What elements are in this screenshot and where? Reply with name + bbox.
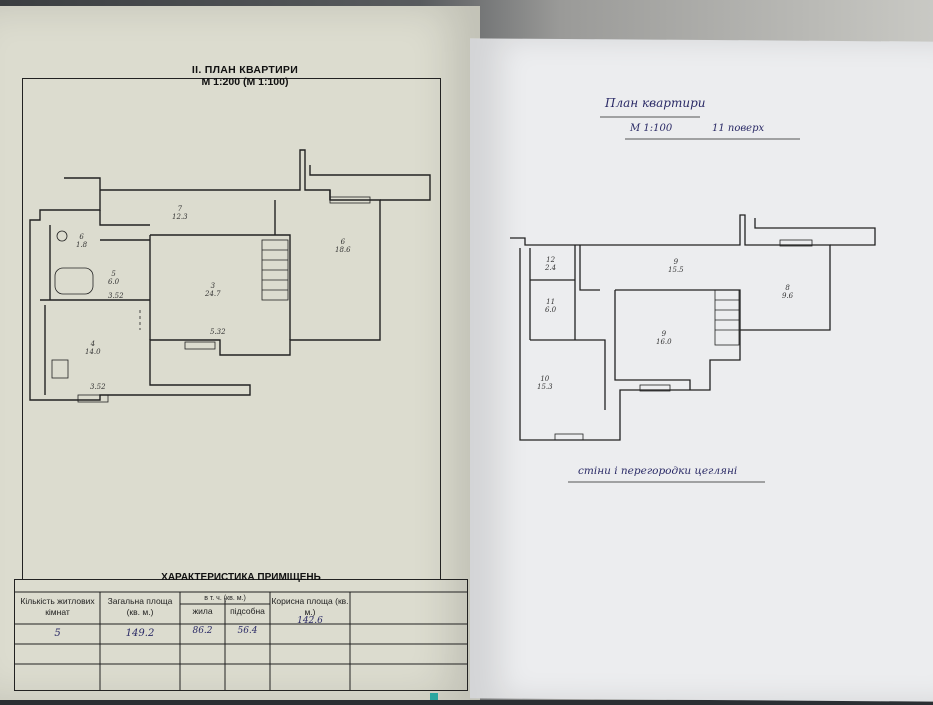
value-total-area: 149.2	[125, 628, 155, 639]
r-room-12: 12 2.4	[545, 256, 557, 272]
dim-532: 5.32	[210, 328, 226, 336]
room-4-label: 4 14.0	[85, 340, 101, 356]
dim-352b: 3.52	[108, 292, 124, 300]
r-room-11: 11 6.0	[545, 298, 557, 314]
room-6-label: 6 18.6	[335, 238, 351, 254]
header-total-area: Загальна площа (кв. м.)	[107, 596, 173, 617]
value-useful-area: 142.6	[297, 616, 323, 626]
room-c-label: 6 1.8	[76, 233, 88, 249]
plan-title: II. ПЛАН КВАРТИРИ	[191, 64, 299, 76]
header-useful-area: Корисна площа (кв. м.)	[271, 596, 349, 617]
header-auxiliary: підсобна	[230, 606, 265, 616]
r-room-9: 9 16.0	[656, 330, 672, 346]
r-room-10: 10 15.3	[537, 375, 553, 391]
teal-bookmark	[430, 693, 438, 700]
value-living: 86.2	[192, 626, 213, 636]
dim-352: 3.52	[90, 383, 106, 391]
plan-scale: М 1:200 (М 1:100)	[201, 76, 289, 88]
walls-note: стіни і перегородки цегляні	[578, 465, 738, 477]
header-rooms: Кількість житлових кімнат	[20, 596, 95, 617]
room-7-label: 7 12.3	[172, 205, 188, 221]
rooms-characteristics-table: ХАРАКТЕРИСТИКА ПРИМІЩЕНЬ Кількість житло…	[14, 572, 468, 691]
right-plan-scale: М 1:100	[630, 123, 673, 134]
header-living: жила	[192, 606, 213, 616]
left-page	[0, 6, 480, 700]
header-incl: в т. ч. (кв. м.)	[204, 595, 246, 602]
right-plan-floor: 11 поверх	[712, 123, 765, 134]
table-grid	[15, 591, 467, 690]
r-room-9-top: 9 15.5	[668, 258, 684, 274]
room-3-label: 3 24.7	[205, 282, 221, 298]
right-plan-title: План квартири	[605, 96, 706, 110]
r-room-8: 8 9.6	[782, 284, 794, 300]
value-rooms: 5	[54, 628, 61, 639]
value-auxiliary: 56.4	[237, 626, 258, 636]
room-5-label: 5 6.0	[108, 270, 120, 286]
table-title: ХАРАКТЕРИСТИКА ПРИМІЩЕНЬ	[161, 572, 321, 583]
